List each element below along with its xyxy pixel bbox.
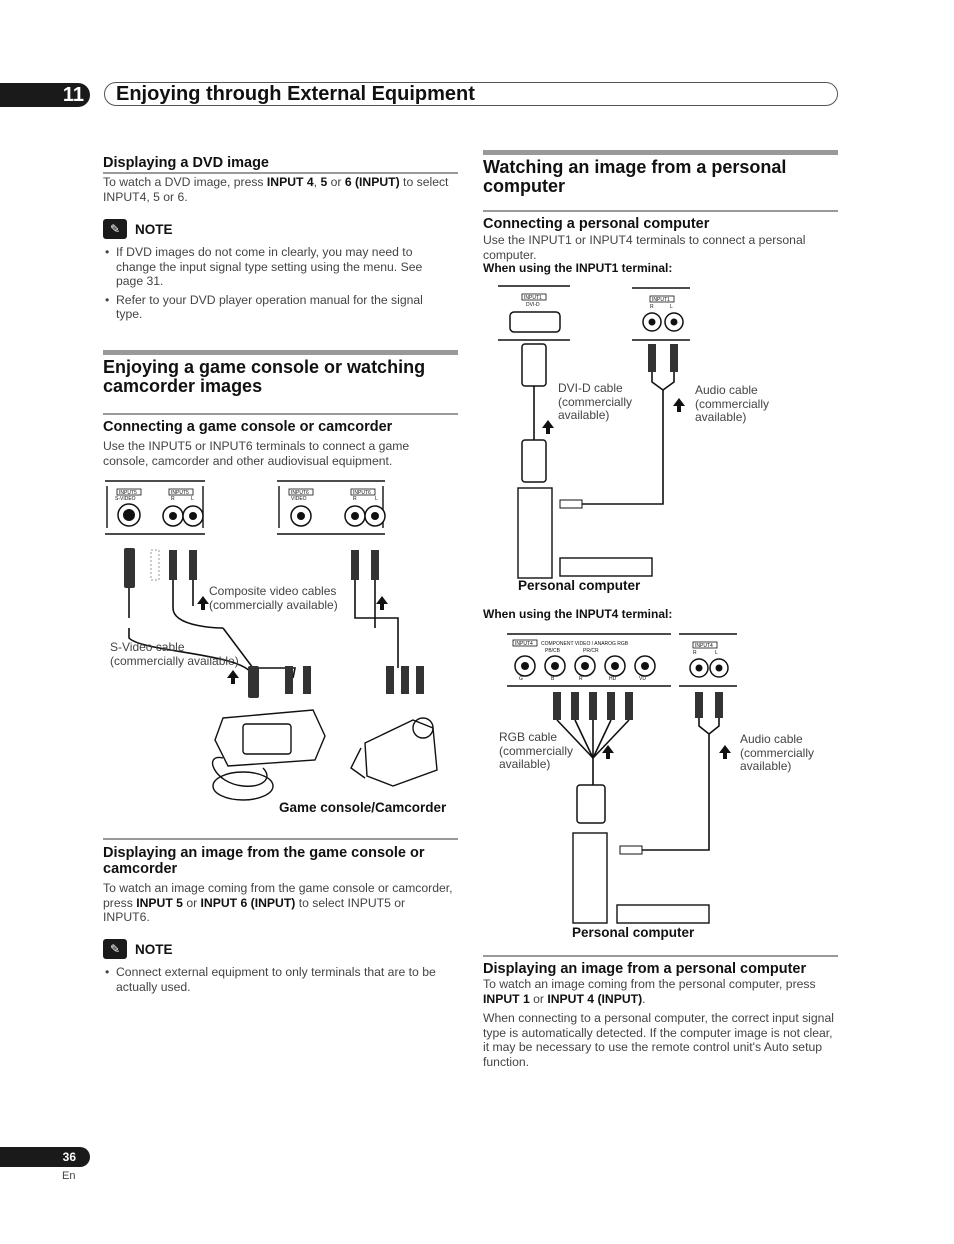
terminal-label: HD bbox=[609, 676, 617, 682]
terminal-label: L bbox=[191, 496, 194, 502]
pc-display-text-2: When connecting to a personal computer, … bbox=[483, 1011, 834, 1069]
terminal-label: VIDEO bbox=[291, 496, 307, 502]
pc-connect-text: Use the INPUT1 or INPUT4 terminals to co… bbox=[483, 233, 806, 262]
pc-device-label-2: Personal computer bbox=[572, 925, 695, 940]
game-section-title: Enjoying a game console or watching camc… bbox=[103, 357, 426, 396]
pencil-icon: ✎ bbox=[103, 219, 127, 239]
terminal-label: COMPONENT VIDEO / ANAROG RGB bbox=[541, 641, 629, 647]
terminal-label: G bbox=[519, 676, 523, 682]
game-connect-text: Use the INPUT5 or INPUT6 terminals to co… bbox=[103, 439, 410, 468]
input4-label: When using the INPUT4 terminal: bbox=[483, 607, 673, 621]
terminal-label: PR/CR bbox=[583, 648, 599, 654]
terminal-label: INPUT6 bbox=[291, 490, 309, 496]
pc-display-title: Displaying an image from a personal comp… bbox=[483, 961, 807, 977]
terminal-label: R bbox=[579, 676, 583, 682]
game-display-title: Displaying an image from the game consol… bbox=[103, 845, 425, 877]
pc-connect-title: Connecting a personal computer bbox=[483, 216, 710, 232]
list-item: Connect external equipment to only termi… bbox=[103, 965, 458, 994]
terminal-label: R bbox=[650, 304, 654, 310]
pc-input1-connection-diagram: INPUT1 DVI-D INPUT1 R L bbox=[498, 285, 690, 579]
chapter-number: 11 bbox=[0, 83, 90, 107]
divider bbox=[103, 172, 458, 174]
terminal-label: INPUT4 bbox=[515, 641, 533, 647]
pencil-icon: ✎ bbox=[103, 939, 127, 959]
chapter-title: Enjoying through External Equipment bbox=[116, 83, 475, 105]
page-language: En bbox=[62, 1170, 76, 1182]
divider bbox=[103, 350, 458, 355]
terminal-label: INPUT1 bbox=[524, 295, 542, 301]
list-item: If DVD images do not come in clearly, yo… bbox=[103, 245, 448, 289]
pc-device-label: Personal computer bbox=[518, 578, 641, 593]
game-note-header: ✎ NOTE bbox=[103, 939, 173, 959]
divider bbox=[103, 838, 458, 840]
pc-section-title: Watching an image from a personal comput… bbox=[483, 157, 787, 196]
game-notes: Connect external equipment to only termi… bbox=[103, 965, 458, 998]
terminal-label: INPUT6 bbox=[353, 490, 371, 496]
terminal-label: B bbox=[551, 676, 555, 682]
terminal-label: L bbox=[670, 304, 673, 310]
game-display-text: To watch an image coming from the game c… bbox=[103, 881, 453, 924]
composite-cable-caption: Composite video cables (commercially ava… bbox=[209, 584, 338, 612]
terminal-label: DVI-D bbox=[526, 302, 540, 308]
dvd-section-title: Displaying a DVD image bbox=[103, 155, 269, 171]
terminal-label: PB/CB bbox=[545, 648, 561, 654]
page-number: 36 bbox=[0, 1147, 90, 1167]
terminal-label: R bbox=[353, 496, 357, 502]
svideo-cable-caption: S-Video cable (commercially available) bbox=[110, 640, 239, 668]
terminal-label: R bbox=[171, 496, 175, 502]
audio-cable-caption: Audio cable (commercially available) bbox=[695, 383, 770, 424]
divider bbox=[103, 413, 458, 415]
dvd-instructions: To watch a DVD image, press INPUT 4, 5 o… bbox=[103, 175, 449, 204]
terminal-label: INPUT5 bbox=[119, 490, 137, 496]
audio-cable-caption-2: Audio cable (commercially available) bbox=[740, 732, 815, 773]
divider bbox=[483, 150, 838, 155]
terminal-label: INPUT1 bbox=[652, 297, 670, 303]
divider bbox=[483, 210, 838, 212]
dvd-note-header: ✎ NOTE bbox=[103, 219, 173, 239]
terminal-label: R bbox=[693, 650, 697, 656]
list-item: Refer to your DVD player operation manua… bbox=[103, 293, 448, 322]
terminal-label: INPUT4 bbox=[695, 643, 713, 649]
game-connect-title: Connecting a game console or camcorder bbox=[103, 419, 393, 435]
dvi-cable-caption: DVI-D cable (commercially available) bbox=[558, 381, 633, 422]
dvd-notes: If DVD images do not come in clearly, yo… bbox=[103, 245, 448, 326]
pc-display-text: To watch an image coming from the person… bbox=[483, 977, 816, 1006]
terminal-label: INPUT5 bbox=[171, 490, 189, 496]
terminal-label: L bbox=[715, 650, 718, 656]
terminal-label: VD bbox=[639, 676, 646, 682]
game-console-connection-diagram: INPUT5 S-VIDEO INPUT5 R L INPUT6 VIDEO I… bbox=[105, 480, 438, 801]
pc-input4-connection-diagram: INPUT4 COMPONENT VIDEO / ANAROG RGB PB/C… bbox=[507, 633, 737, 924]
input1-label: When using the INPUT1 terminal: bbox=[483, 261, 673, 275]
terminal-label: S-VIDEO bbox=[115, 496, 136, 502]
divider bbox=[483, 955, 838, 957]
rgb-cable-caption: RGB cable (commercially available) bbox=[499, 730, 574, 771]
chapter-title-frame bbox=[104, 82, 838, 106]
terminal-label: L bbox=[375, 496, 378, 502]
game-device-label: Game console/Camcorder bbox=[279, 800, 447, 815]
